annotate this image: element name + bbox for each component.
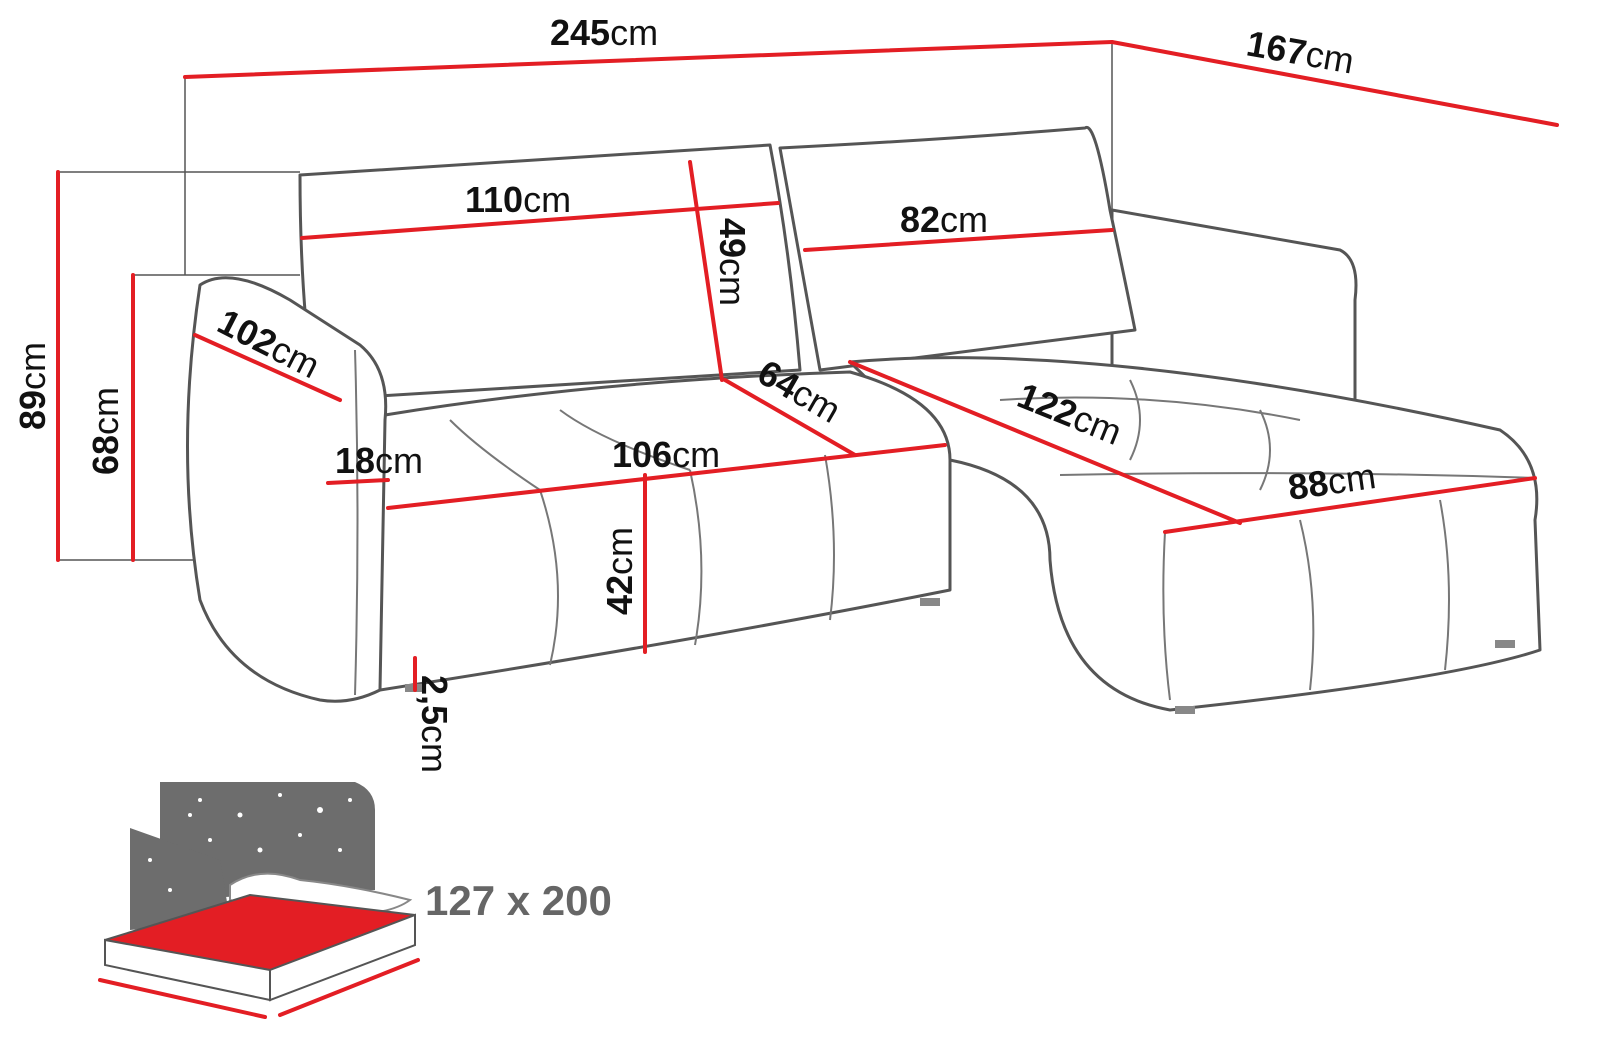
label-cushion-left-width: 110cm (465, 179, 571, 220)
sofa-drawing (186, 125, 1542, 714)
dim-line-102 (193, 333, 342, 402)
dimension-lines (56, 40, 1559, 692)
label-chaise-width: 88cm (1285, 455, 1378, 508)
label-leg-height: 2,5cm (414, 675, 455, 773)
label-cushion-height: 49cm (712, 218, 753, 306)
leg (1175, 706, 1195, 714)
dim-line-82 (803, 228, 1114, 252)
label-arm-height: 68cm (85, 387, 126, 475)
label-seat-width: 106cm (612, 434, 720, 475)
leg (920, 598, 940, 606)
dim-line-167 (1110, 40, 1559, 127)
label-seat-height: 42cm (599, 527, 640, 615)
extension-lines (58, 42, 1113, 561)
dim-line-88 (1163, 476, 1537, 534)
bed-icon (98, 782, 420, 1019)
leg (1495, 640, 1515, 648)
label-total-width: 245cm (550, 12, 658, 53)
label-cushion-right-width: 82cm (900, 199, 988, 240)
label-arm-width: 18cm (335, 440, 423, 481)
dim-line-122 (848, 360, 1242, 525)
label-total-height: 89cm (12, 342, 53, 430)
dim-line-18 (326, 478, 390, 485)
dim-line-64 (723, 378, 857, 457)
bed-size-label: 127 x 200 (425, 877, 612, 924)
bed-dim-line (278, 958, 420, 1017)
dim-line-245 (183, 40, 1114, 79)
dimension-labels: 245cm 167cm 89cm 68cm 110cm 49cm 82cm 10… (12, 12, 1378, 773)
label-chaise-depth: 167cm (1244, 23, 1358, 82)
dim-line-49 (688, 160, 724, 382)
bed-dim-line (98, 978, 267, 1019)
